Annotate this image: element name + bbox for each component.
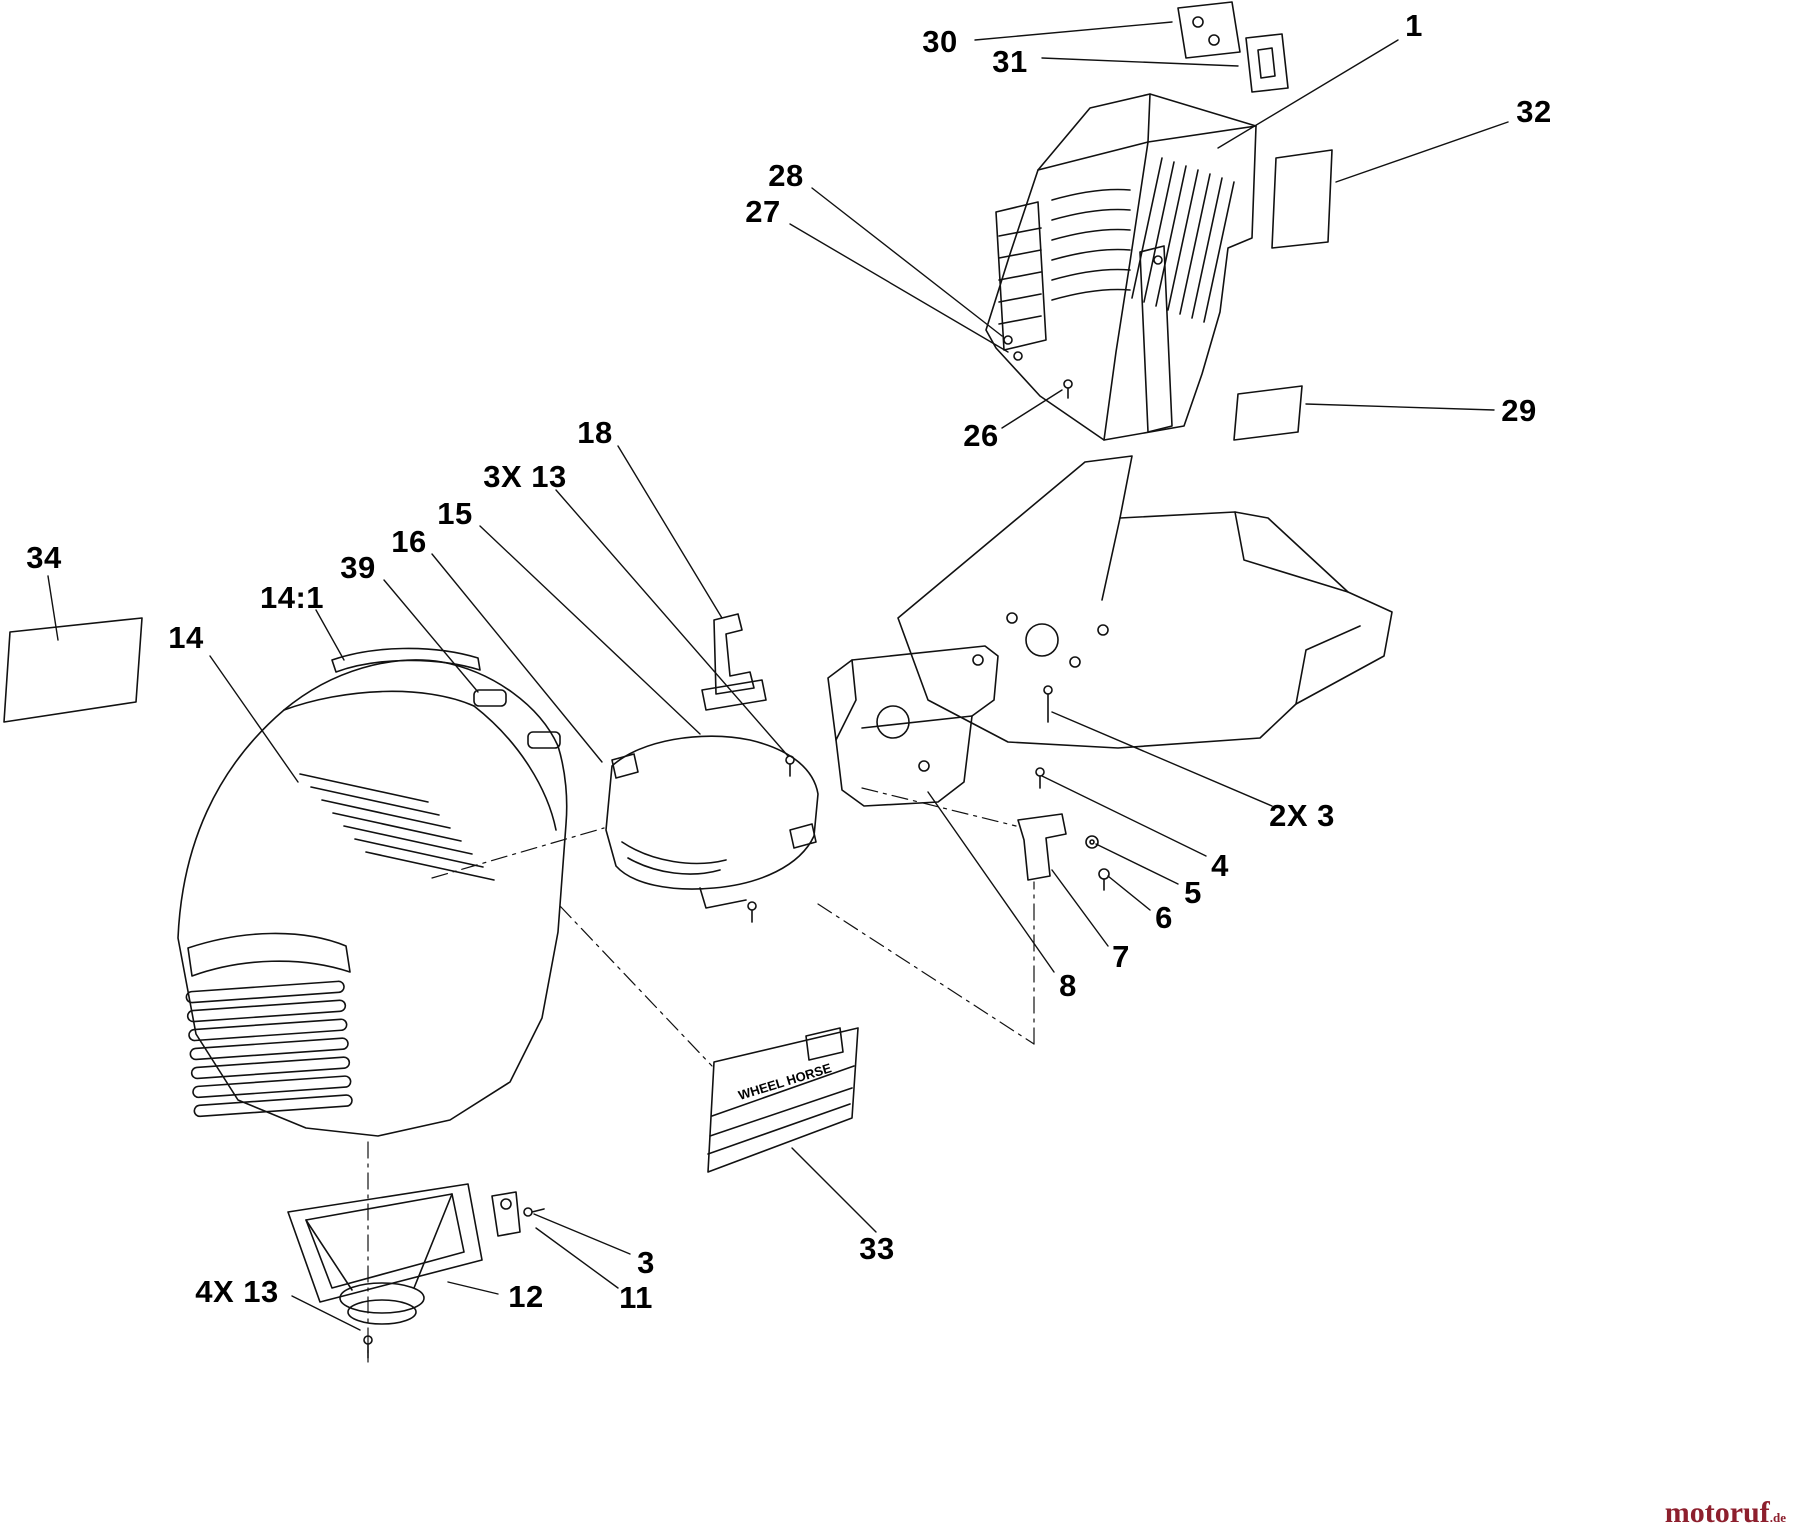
small-bracket-drawing	[1017, 767, 1110, 891]
latch-bracket-drawing	[491, 1191, 545, 1237]
decal-34-drawing	[3, 617, 143, 723]
leader-lines	[47, 21, 1509, 1331]
trim-strip-drawing	[331, 647, 561, 749]
decal-33-text: WHEEL HORSE	[736, 1060, 833, 1103]
mid-hood-drawing	[605, 735, 819, 923]
hood-tower-drawing	[985, 93, 1257, 441]
decal-33-drawing: WHEEL HORSE	[707, 1027, 859, 1173]
panel-32-drawing	[1271, 149, 1333, 249]
hood-drawing	[177, 659, 568, 1137]
watermark-logo: motoruf.de	[1665, 1498, 1786, 1528]
plates-30-31-drawing	[1177, 1, 1289, 93]
watermark-tld: .de	[1769, 1510, 1786, 1525]
support-bracket-drawing	[785, 645, 999, 807]
bracket-18-drawing	[701, 613, 767, 711]
patch-29-drawing	[1233, 385, 1303, 441]
centerlines	[367, 787, 1035, 1363]
funnel-drawing	[287, 1183, 483, 1359]
watermark-brand: motoruf	[1664, 1496, 1770, 1529]
frame-plate-drawing	[897, 455, 1393, 749]
